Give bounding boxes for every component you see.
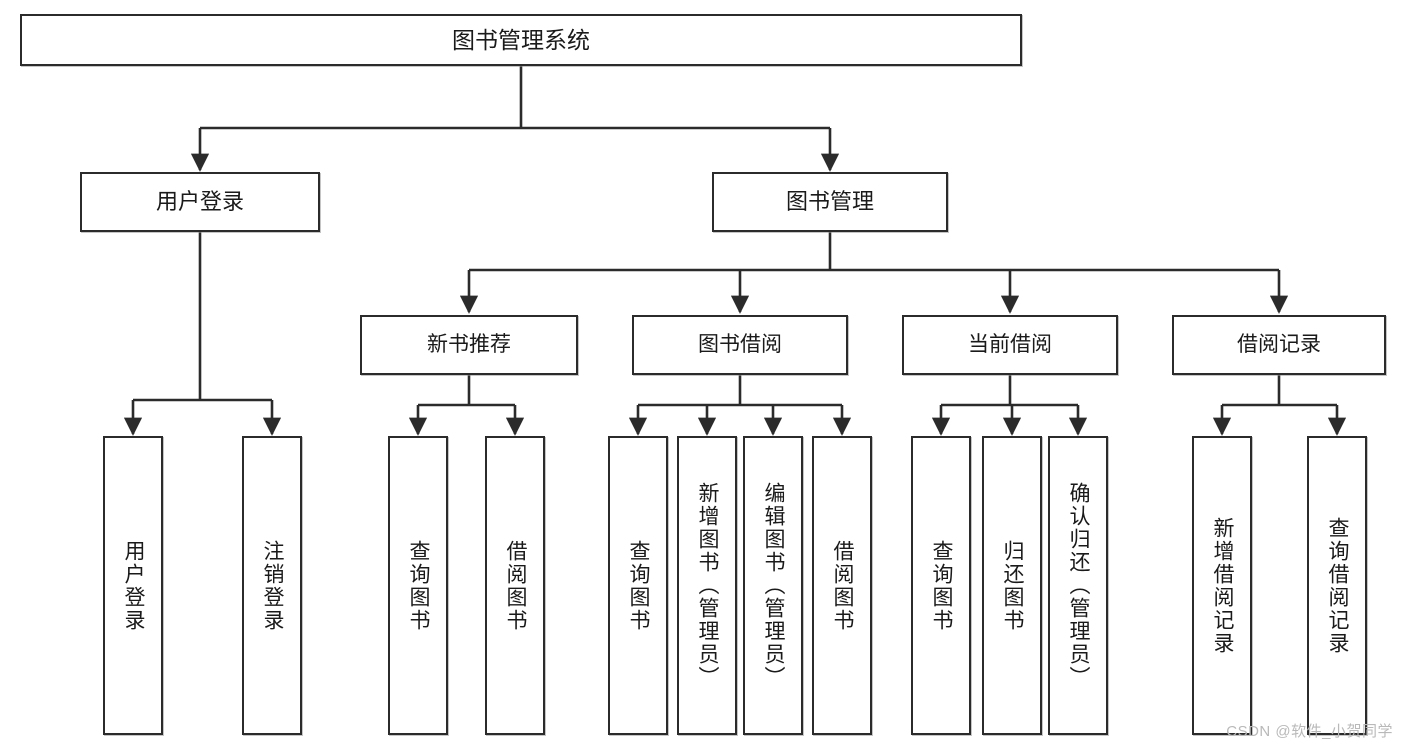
node-current-borrow[interactable]: 当前借阅 [902, 315, 1118, 375]
node-borrow-record[interactable]: 借阅记录 [1172, 315, 1386, 375]
node-leaf-user-login[interactable]: 用户登录 [103, 436, 163, 735]
node-leaf-query-book-3[interactable]: 查询图书 [911, 436, 971, 735]
node-leaf-add-book[interactable]: 新增图书（管理员） [677, 436, 737, 735]
node-label: 查询图书 [407, 539, 431, 632]
node-label: 图书管理系统 [452, 26, 590, 53]
node-label: 借阅图书 [831, 539, 855, 632]
node-user-login[interactable]: 用户登录 [80, 172, 320, 232]
node-leaf-confirm-return[interactable]: 确认归还（管理员） [1048, 436, 1108, 735]
node-new-book-recommend[interactable]: 新书推荐 [360, 315, 578, 375]
node-root[interactable]: 图书管理系统 [20, 14, 1022, 66]
node-label: 新增图书（管理员） [696, 482, 720, 689]
node-label: 编辑图书（管理员） [762, 482, 786, 689]
node-book-borrow[interactable]: 图书借阅 [632, 315, 848, 375]
watermark: CSDN @软件_小贺同学 [1226, 723, 1393, 740]
node-leaf-add-record[interactable]: 新增借阅记录 [1192, 436, 1252, 735]
node-leaf-edit-book[interactable]: 编辑图书（管理员） [743, 436, 803, 735]
node-label: 注销登录 [261, 539, 285, 632]
node-label: 查询借阅记录 [1326, 516, 1350, 655]
node-leaf-query-record[interactable]: 查询借阅记录 [1307, 436, 1367, 735]
node-label: 当前借阅 [968, 332, 1052, 356]
node-leaf-borrow-book-2[interactable]: 借阅图书 [812, 436, 872, 735]
node-label: 用户登录 [155, 189, 244, 215]
node-label: 图书借阅 [698, 332, 782, 356]
node-leaf-query-book-1[interactable]: 查询图书 [388, 436, 448, 735]
node-leaf-borrow-book-1[interactable]: 借阅图书 [485, 436, 545, 735]
node-label: 确认归还（管理员） [1067, 482, 1091, 689]
node-label: 借阅图书 [504, 539, 528, 632]
node-label: 图书管理 [785, 189, 874, 215]
node-label: 借阅记录 [1237, 332, 1321, 356]
node-leaf-return-book[interactable]: 归还图书 [982, 436, 1042, 735]
node-leaf-query-book-2[interactable]: 查询图书 [608, 436, 668, 735]
node-label: 查询图书 [627, 539, 651, 632]
node-book-manage[interactable]: 图书管理 [712, 172, 948, 232]
node-leaf-logout[interactable]: 注销登录 [242, 436, 302, 735]
node-label: 新书推荐 [427, 332, 511, 356]
node-label: 新增借阅记录 [1211, 516, 1235, 655]
node-label: 归还图书 [1001, 539, 1025, 632]
node-label: 用户登录 [122, 539, 146, 632]
node-label: 查询图书 [930, 539, 954, 632]
